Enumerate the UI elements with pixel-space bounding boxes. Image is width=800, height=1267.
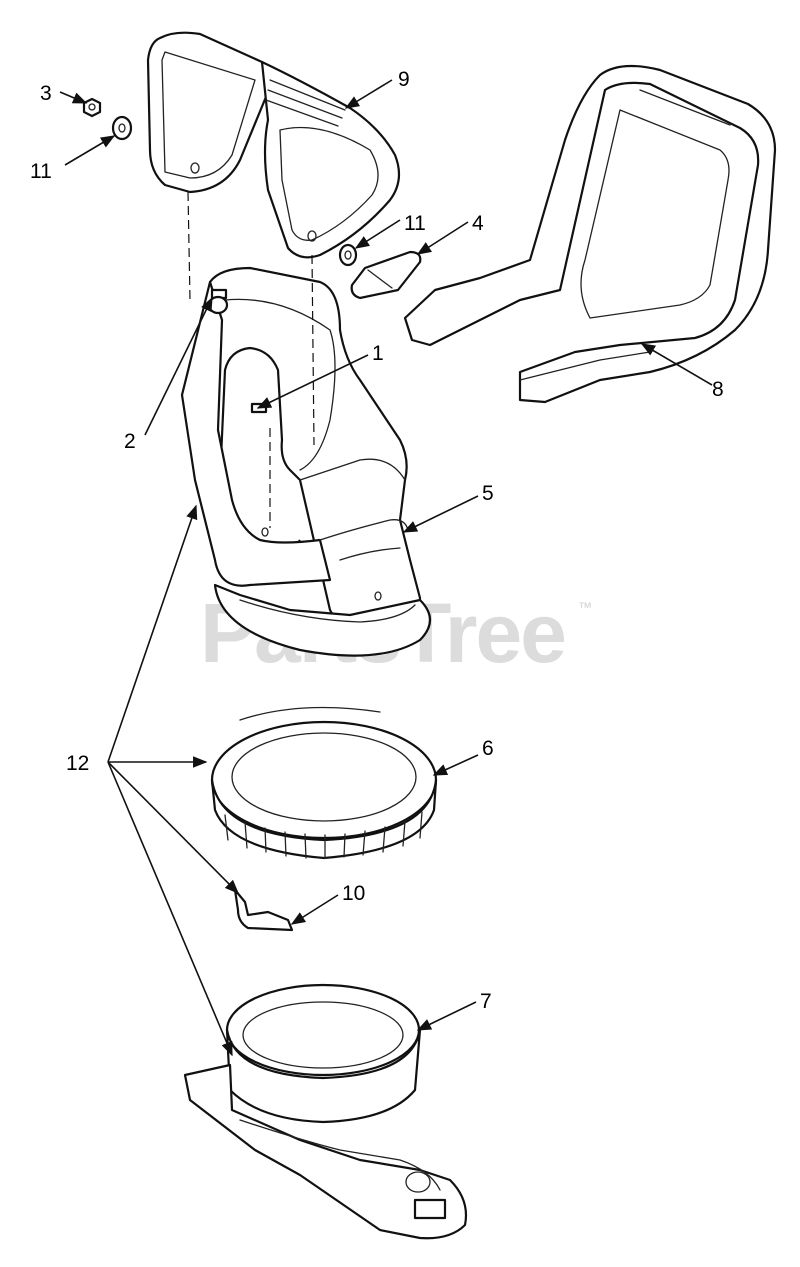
- part-11-washer-upper: [111, 115, 133, 141]
- part-8-handle: [403, 64, 777, 404]
- callout-labels: 3 11 9 11 4 1 2 5 8 12 6 10 7: [30, 68, 724, 1013]
- alignment-lines: [187, 191, 315, 528]
- part-11-washer-middle: [338, 243, 358, 267]
- part-9-deflector: [146, 31, 401, 259]
- part-6-ring-gear: [210, 706, 438, 860]
- callout-11-middle: 11: [404, 212, 426, 235]
- callout-3: 3: [40, 82, 52, 105]
- callout-6: 6: [482, 737, 494, 760]
- callout-5: 5: [482, 482, 494, 505]
- callout-11-upper: 11: [30, 160, 52, 183]
- part-7-base: [183, 983, 468, 1240]
- part-4-knob: [350, 250, 422, 300]
- part-10-clip: [233, 888, 294, 932]
- callout-7: 7: [480, 990, 492, 1013]
- watermark-trademark: ™: [578, 599, 592, 615]
- part-5-chute: [180, 266, 432, 657]
- callout-1: 1: [372, 342, 384, 365]
- leader-lines: [59, 79, 713, 1057]
- callout-10: 10: [342, 882, 365, 905]
- part-3-nut: [82, 97, 102, 118]
- callout-9: 9: [398, 68, 410, 91]
- callout-12: 12: [66, 752, 89, 775]
- callout-8: 8: [712, 378, 724, 401]
- callout-2: 2: [124, 430, 136, 453]
- callout-4: 4: [472, 212, 484, 235]
